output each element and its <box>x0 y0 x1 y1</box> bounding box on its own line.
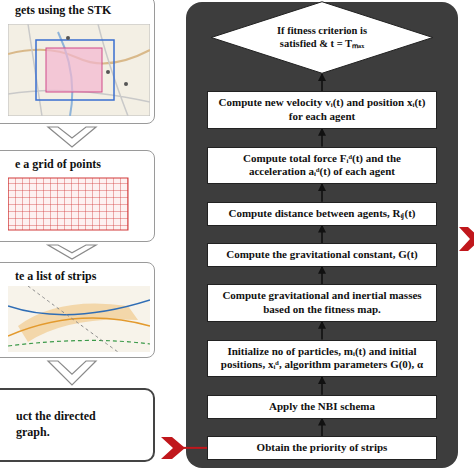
step-box: uct the directed graph. <box>0 388 155 462</box>
step-box: te a list of strips <box>0 262 155 358</box>
step-text: Compute new velocity vᵢ(t) and position … <box>216 96 428 124</box>
flow-arrow <box>322 377 323 395</box>
flow-arrow <box>322 226 323 244</box>
flow-arrow <box>322 322 323 340</box>
chevron-arrow <box>48 361 96 385</box>
step-text: Obtain the priority of strips <box>216 441 428 455</box>
step-text: Compute the gravitational constant, G(t) <box>216 248 428 262</box>
step-box: e a grid of points <box>0 150 155 242</box>
step-text: uct the directed graph. <box>16 409 128 440</box>
step-box: gets using the STK <box>0 0 155 124</box>
step-text: Apply the NBI schema <box>216 400 428 414</box>
step-text: Compute distance between agents, Rᵢⱼ(t) <box>216 207 428 221</box>
grid-illustration <box>8 176 150 234</box>
step-text: e a grid of points <box>15 157 101 171</box>
step-text: te a list of strips <box>15 269 96 283</box>
process-box: Compute new velocity vᵢ(t) and position … <box>207 91 437 129</box>
step-text: Compute gravitational and inertial masse… <box>216 289 428 317</box>
process-box: Compute the gravitational constant, G(t) <box>207 243 437 267</box>
step-text: Compute total force Fᵢᵈ(t) and the accel… <box>216 152 428 180</box>
process-box: Obtain the priority of strips <box>207 436 437 460</box>
exit-arrow <box>459 226 474 252</box>
step-text: If fitness criterion is satisfied & t = … <box>263 25 381 51</box>
step-text: gets using the STK <box>15 3 111 17</box>
process-box: Compute distance between agents, Rᵢⱼ(t) <box>207 202 437 226</box>
flow-arrow <box>322 267 323 285</box>
process-box: Apply the NBI schema <box>207 395 437 419</box>
step-text: Initialize no of particles, mᵢ(t) and in… <box>216 345 428 373</box>
flow-arrow <box>322 129 323 147</box>
process-box: Compute total force Fᵢᵈ(t) and the accel… <box>207 147 437 185</box>
process-box: Compute gravitational and inertial masse… <box>207 284 437 322</box>
transfer-arrow <box>161 437 207 459</box>
flow-arrow <box>322 419 323 437</box>
chevron-arrow <box>48 127 96 147</box>
process-box: Initialize no of particles, mᵢ(t) and in… <box>207 340 437 378</box>
map-illustration <box>8 24 150 116</box>
chevron-arrow <box>48 245 96 259</box>
flow-arrow <box>322 184 323 202</box>
strips-illustration <box>8 286 150 352</box>
flow-arrow <box>322 74 323 91</box>
decision-diamond: If fitness criterion is satisfied & t = … <box>209 1 435 74</box>
